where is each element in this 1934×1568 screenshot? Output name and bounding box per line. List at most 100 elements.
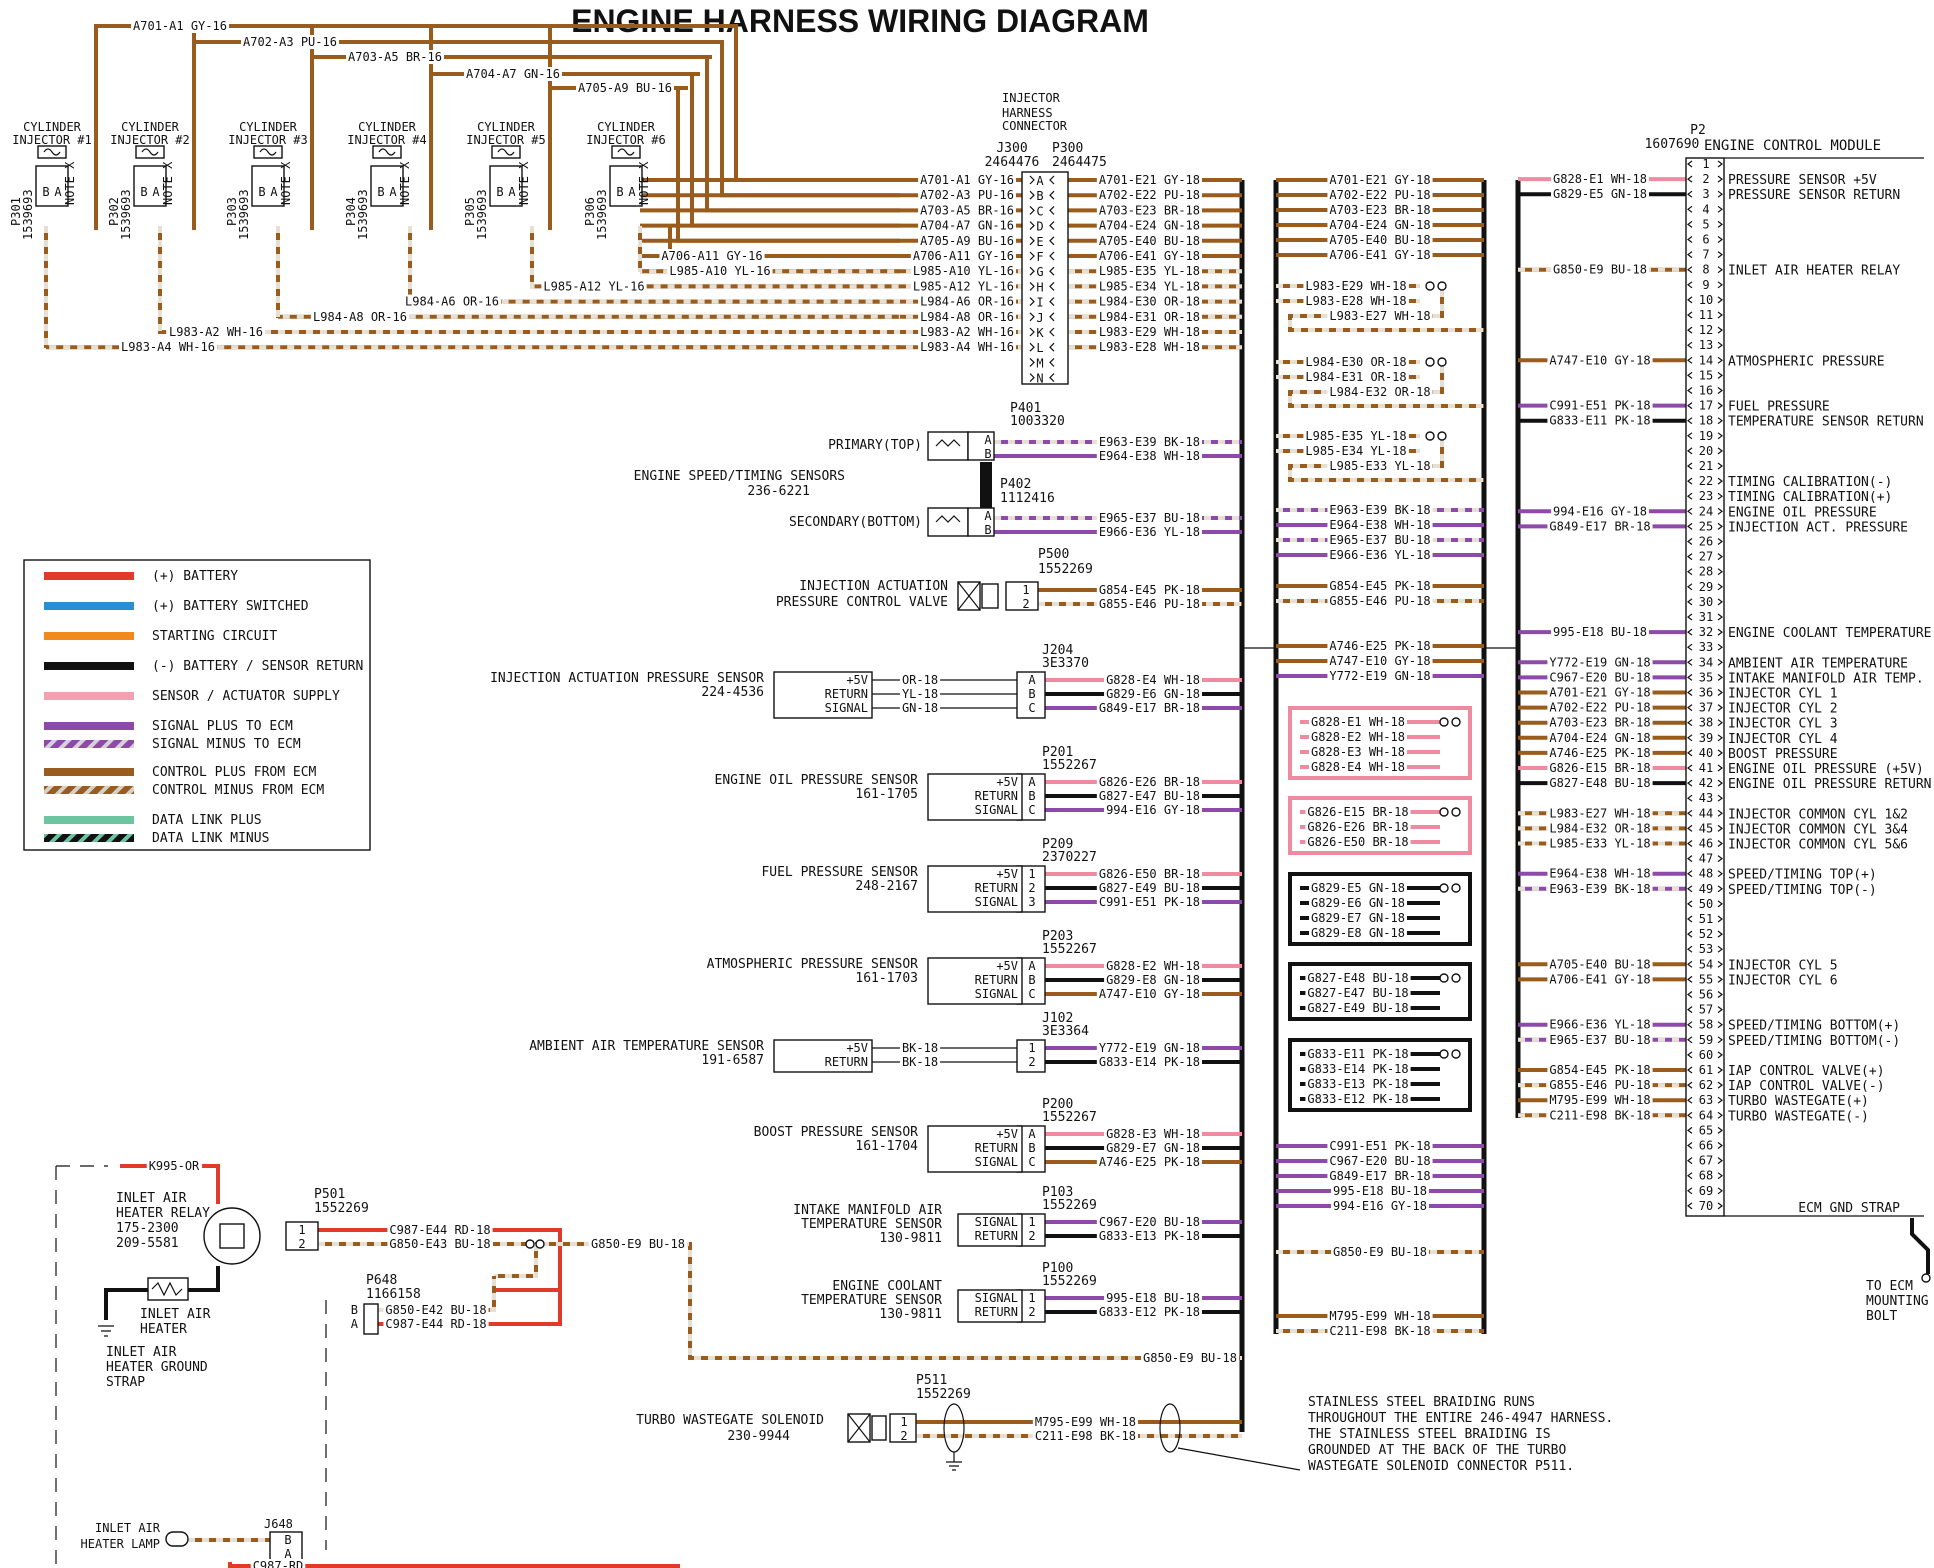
wire-label-bg <box>1327 385 1433 399</box>
ecm-pin-number: 66 <box>1699 1139 1713 1153</box>
wire-label: G850-E42 BU-18 <box>385 1303 486 1317</box>
pin-label: 2 <box>1028 881 1035 895</box>
ecm-pin-mark <box>1687 175 1723 183</box>
p200-name: BOOST PRESSURE SENSOR <box>754 1125 919 1140</box>
wire-label-bg <box>1096 203 1202 218</box>
ecm-pin-number: 33 <box>1699 640 1713 654</box>
wire-label: A706-A11 GY-16 <box>661 249 762 263</box>
wire-label: 995-E18 BU-18 <box>1106 1291 1200 1305</box>
wire-label-bg <box>1327 654 1433 668</box>
ground-icon <box>98 1325 114 1337</box>
ecm-function-label: INJECTOR COMMON CYL 5&6 <box>1728 838 1908 853</box>
wire-label-bg <box>1327 173 1433 187</box>
pin-label: B <box>377 185 384 199</box>
wire-label: 995-E18 BU-18 <box>1553 625 1647 639</box>
ecm-pin-number: 25 <box>1699 519 1713 533</box>
ecm-pin-mark <box>1687 945 1723 953</box>
ecm-pin-number: 27 <box>1699 550 1713 564</box>
legend-swatch <box>44 662 134 670</box>
pin-label: 2 <box>900 1429 907 1443</box>
braid-ellipse <box>943 1403 965 1453</box>
splice-node <box>1451 717 1461 727</box>
legend-swatch <box>44 740 134 748</box>
wire-label-bg <box>1327 533 1433 547</box>
ecm-pin-number: 47 <box>1699 852 1713 866</box>
wire-label-bg <box>250 1559 306 1568</box>
ecm-function-label: ENGINE OIL PRESSURE (+5V) <box>1728 762 1924 777</box>
wire-label: G849-E17 BR-18 <box>1329 1169 1430 1183</box>
wire-label-bg <box>1547 1078 1653 1093</box>
p209-name: 248-2167 <box>855 879 918 894</box>
ecm-connector <box>1685 157 1725 1217</box>
ecm-pin-number: 22 <box>1699 474 1713 488</box>
terminal-label: SIGNAL <box>975 1215 1018 1229</box>
ecm-pin-mark <box>1687 341 1723 349</box>
injector-pn: 1539693 <box>21 189 35 240</box>
ecm-pin-number: 45 <box>1699 821 1713 835</box>
injector-name: CYLINDER <box>23 120 82 134</box>
ecm-pin-mark <box>1687 1021 1723 1029</box>
wire-label: E963-E39 BK-18 <box>1549 882 1650 896</box>
p501-pn: 1552269 <box>314 1201 369 1216</box>
ecm-function-label: ATMOSPHERIC PRESSURE <box>1728 354 1885 369</box>
wire-label: E966-E36 YL-18 <box>1099 525 1200 539</box>
p103-sensor-body <box>957 1213 1023 1247</box>
p209-conn-id: P209 <box>1042 837 1073 852</box>
pin-mark <box>1029 342 1035 352</box>
ground-icon <box>946 1452 962 1471</box>
wire-label-bg <box>899 1041 941 1055</box>
injector-route-wire <box>310 55 900 226</box>
g850-wire-stripe <box>318 1242 1242 1360</box>
wire-label-bg <box>1096 1041 1202 1055</box>
terminal-label: SIGNAL <box>975 1291 1018 1305</box>
pin-mark <box>1029 312 1035 322</box>
ecm-function-label: INJECTOR CYL 1 <box>1728 687 1838 702</box>
wire-label-bg <box>1305 1047 1411 1061</box>
j204-name: INJECTION ACTUATION PRESSURE SENSOR <box>490 671 764 686</box>
pin-label: A <box>389 185 397 199</box>
injector-connector <box>370 165 404 207</box>
injector-harness-connector <box>1021 171 1069 385</box>
ecm-function-label: BOOST PRESSURE <box>1728 747 1838 762</box>
pin-label: B <box>984 523 991 537</box>
wire-label-bg <box>1547 836 1653 851</box>
ecm-pin-mark <box>1687 220 1723 228</box>
wire-label: E963-E39 BK-18 <box>1099 435 1200 449</box>
ecm-pin-mark <box>1687 764 1723 772</box>
connector-pin: C <box>1036 204 1043 218</box>
ecm-function-label: INJECTOR COMMON CYL 1&2 <box>1728 807 1908 822</box>
wire-label-bg <box>1303 429 1409 443</box>
ecm-pin-number: 52 <box>1699 927 1713 941</box>
ecm-pin-number: 36 <box>1699 686 1713 700</box>
wire-label: G828-E2 WH-18 <box>1106 959 1200 973</box>
p500-name: PRESSURE CONTROL VALVE <box>776 595 948 610</box>
pin-mark <box>1029 373 1035 383</box>
pin-label: A <box>270 185 278 199</box>
wire-label-bg <box>910 249 1016 263</box>
wire-label: Y772-E19 GN-18 <box>1099 1041 1200 1055</box>
ecm-pin-mark <box>1687 1081 1723 1089</box>
wire-label-bg <box>346 50 444 64</box>
wire-label-bg <box>1305 986 1411 1000</box>
p402-pn: 1112416 <box>1000 491 1055 506</box>
pin-label: A <box>984 509 992 523</box>
wire-label: A704-E24 GN-18 <box>1329 218 1430 232</box>
wire-label-bg <box>1327 579 1433 593</box>
note-label: NOTE X <box>63 161 77 205</box>
pin-label: A <box>984 433 992 447</box>
wire-label-bg <box>918 203 1016 218</box>
wire-label-bg <box>1309 881 1407 895</box>
injector-name: INJECTOR #1 <box>12 133 91 147</box>
wire-label-bg <box>1327 248 1433 262</box>
ecm-pin-mark <box>1687 492 1723 500</box>
legend-swatch <box>44 572 134 580</box>
ecm-pin-mark <box>1687 1202 1723 1210</box>
wire-label: A705-E40 BU-18 <box>1099 234 1200 248</box>
g850-wire <box>318 1242 1242 1360</box>
wire-label: G850-E43 BU-18 <box>389 1237 490 1251</box>
splice-node <box>1425 431 1435 441</box>
secondary-label: SECONDARY(BOTTOM) <box>789 515 922 530</box>
splice-node <box>1437 281 1447 291</box>
ecm-pin-mark <box>1687 1111 1723 1119</box>
ecm-pin-number: 20 <box>1699 444 1713 458</box>
